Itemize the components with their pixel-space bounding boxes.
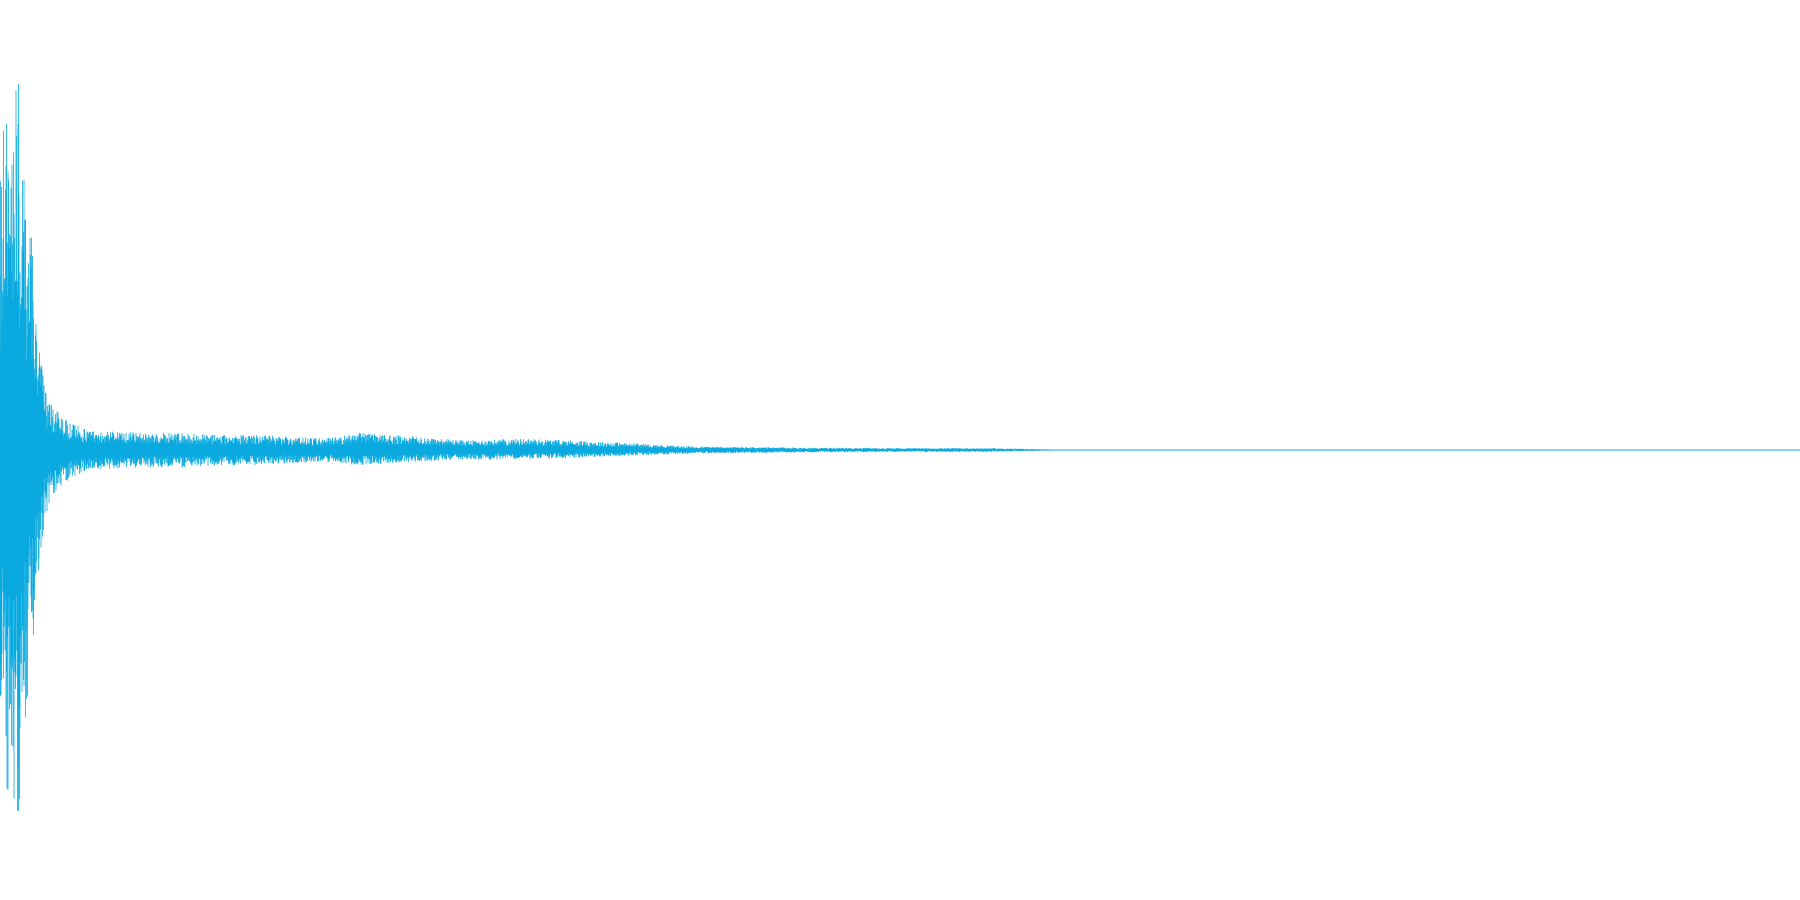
waveform-layer — [0, 83, 1800, 811]
waveform-trace — [0, 83, 1080, 811]
